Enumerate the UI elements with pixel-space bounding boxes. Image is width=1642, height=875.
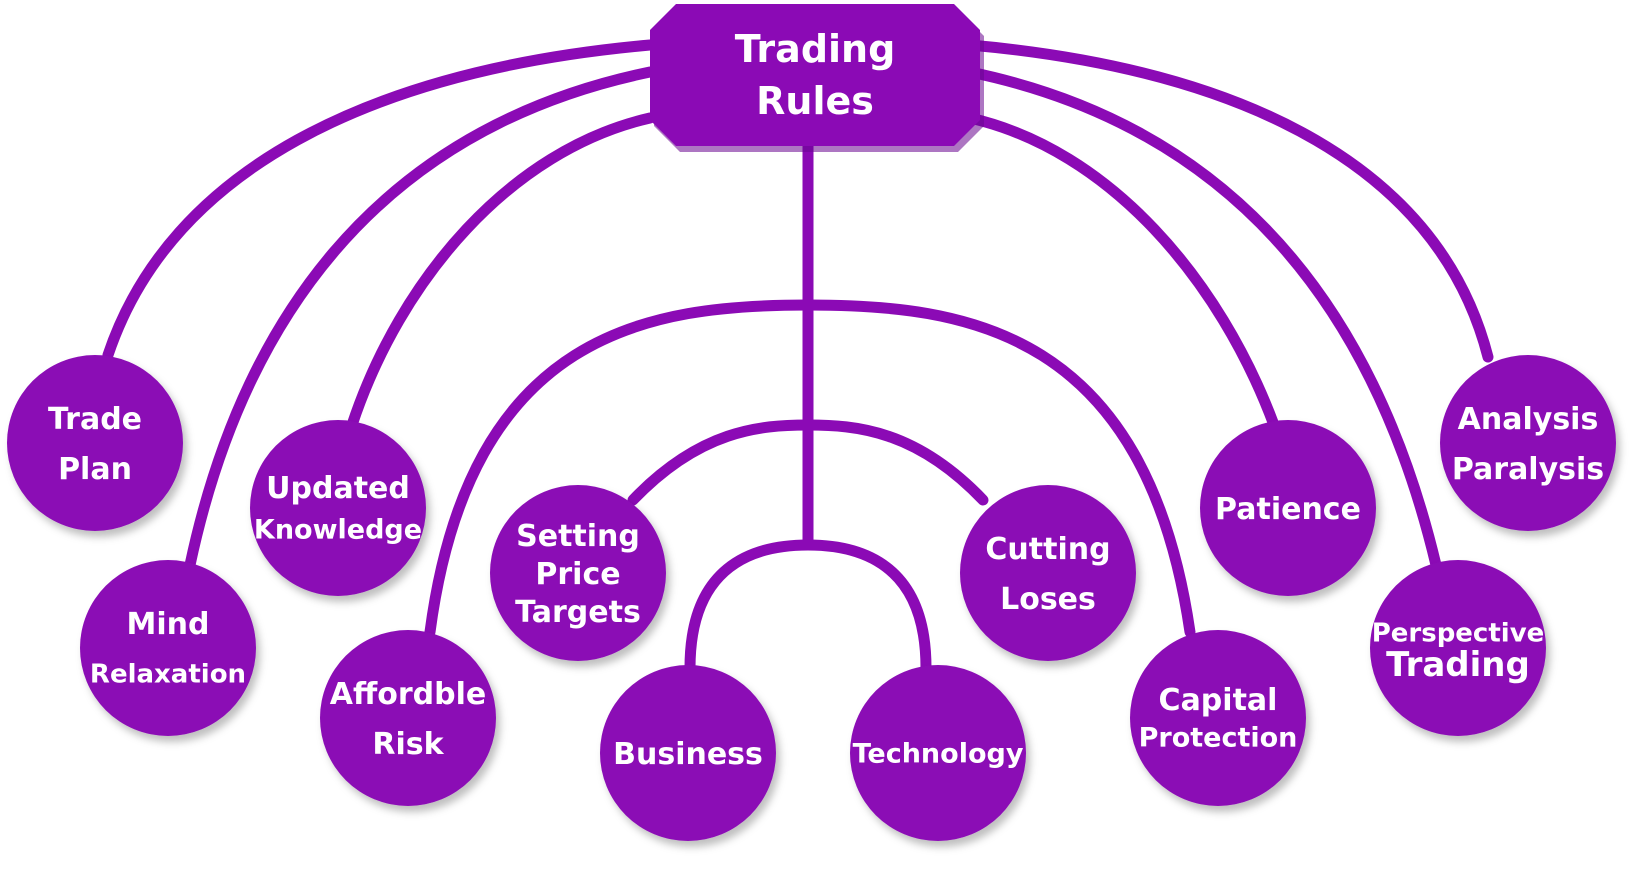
title-box-shape: [650, 4, 980, 146]
node-label-line: Trading: [1386, 645, 1530, 685]
node-circle: [7, 355, 183, 531]
node-circle: [1440, 355, 1616, 531]
node-circle: [250, 420, 426, 596]
connectors: [102, 39, 1494, 674]
node-label-line: Capital: [1159, 683, 1278, 718]
node-label-line: Protection: [1139, 723, 1298, 754]
node-label-line: Relaxation: [90, 659, 246, 689]
node-label-line: Cutting: [985, 532, 1110, 567]
node-label-line: Mind: [127, 607, 210, 642]
node-label-line: Perspective: [1372, 618, 1545, 648]
node-circle: [80, 560, 256, 736]
connector-line-1: [102, 39, 656, 361]
node-circle: [1370, 560, 1546, 736]
node-label-line: Price: [535, 557, 620, 592]
node-circle: [490, 485, 666, 661]
node-circle: [600, 665, 776, 841]
node-technology: Technology: [850, 665, 1026, 841]
node-circle: [320, 630, 496, 806]
node-label-line: Paralysis: [1452, 452, 1604, 487]
node-circle: [1200, 420, 1376, 596]
nodes: TradePlanMindRelaxationUpdatedKnowledgeA…: [7, 355, 1616, 841]
node-label-line: Analysis: [1458, 402, 1599, 437]
connector-line-8: [964, 112, 1280, 431]
node-label-line: Plan: [58, 452, 132, 487]
node-label-line: Targets: [515, 595, 641, 630]
node-label-line: Trade: [48, 402, 142, 437]
node-label-line: Risk: [372, 727, 444, 762]
connector-line-3: [346, 112, 656, 431]
title-line-2: Rules: [756, 79, 874, 123]
node-label-line: Patience: [1215, 492, 1361, 527]
node-label-line: Loses: [1000, 582, 1096, 617]
node-label-line: Business: [613, 737, 763, 772]
node-label-line: Technology: [853, 739, 1024, 770]
node-business: Business: [600, 665, 776, 841]
connector-line-6: [684, 539, 932, 674]
node-label-line: Setting: [516, 519, 640, 554]
connector-line-9: [964, 66, 1442, 571]
node-patience: Patience: [1200, 420, 1376, 596]
connector-line-10: [964, 39, 1494, 363]
title-line-1: Trading: [735, 27, 896, 71]
node-circle: [850, 665, 1026, 841]
node-label-line: Updated: [266, 471, 410, 506]
connector-line-2: [184, 66, 656, 571]
node-circle: [960, 485, 1136, 661]
node-circle: [1130, 630, 1306, 806]
node-label-line: Affordble: [330, 677, 487, 712]
node-label-line: Knowledge: [254, 515, 422, 546]
